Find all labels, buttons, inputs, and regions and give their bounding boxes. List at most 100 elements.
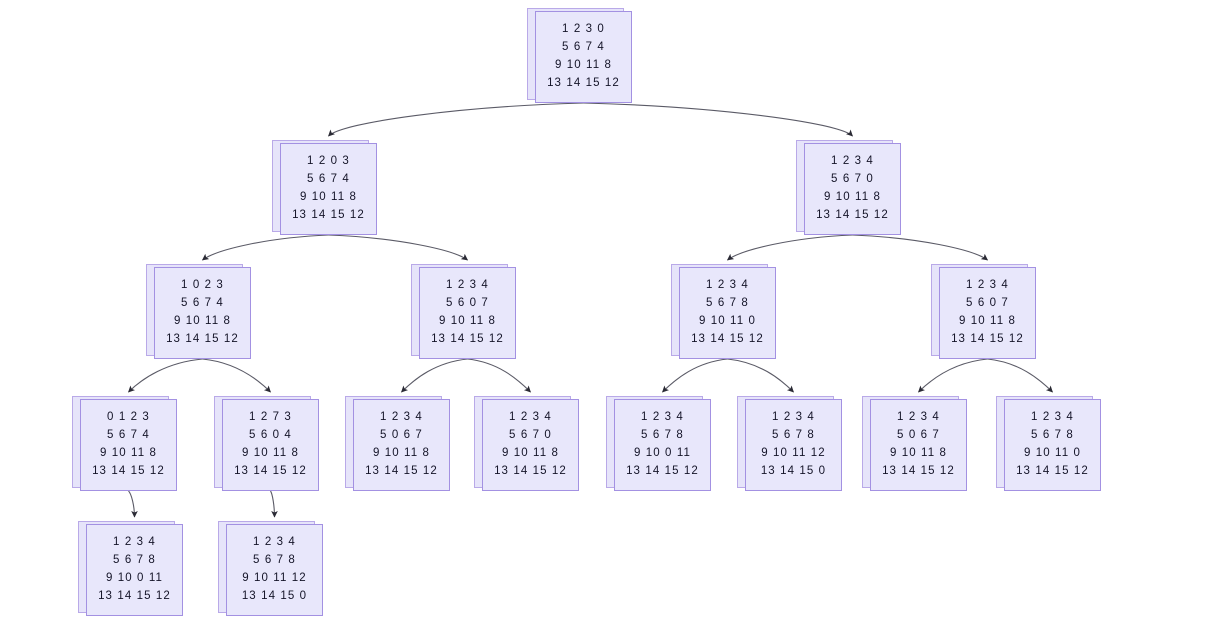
tree-node-grid-row: 13 14 15 12 xyxy=(691,332,764,345)
tree-node-card: 1 2 3 4 5 0 6 7 9 10 11 8 13 14 15 12 xyxy=(870,399,967,491)
tree-edge xyxy=(987,358,1053,393)
tree-node-grid-row: 1 2 3 4 xyxy=(641,411,684,424)
tree-node-grid-row: 13 14 15 12 xyxy=(1016,464,1089,477)
tree-node-grid-row: 5 6 7 8 xyxy=(253,554,296,567)
tree-node-grid-row: 13 14 15 12 xyxy=(547,76,620,89)
tree-node-grid-row: 1 2 3 0 xyxy=(562,23,605,36)
tree-node-grid-row: 1 2 3 4 xyxy=(897,411,940,424)
tree-node-grid-row: 5 6 7 0 xyxy=(831,173,874,186)
tree-edge xyxy=(201,234,329,261)
tree-edge xyxy=(467,358,531,393)
tree-node-grid-row: 9 10 0 11 xyxy=(633,447,691,459)
tree-edge xyxy=(852,234,989,261)
tree-edge xyxy=(202,358,271,393)
tree-node-grid-row: 1 2 7 3 xyxy=(249,411,292,424)
tree-node-grid-row: 1 2 3 4 xyxy=(772,411,815,424)
tree-node-grid-row: 5 6 0 7 xyxy=(446,297,489,310)
tree-node-grid-row: 1 2 0 3 xyxy=(307,155,350,168)
tree-node-grid-row: 9 10 11 8 xyxy=(958,315,1016,327)
tree-node-grid-row: 13 14 15 12 xyxy=(431,332,504,345)
tree-node-grid-row: 5 0 6 7 xyxy=(897,429,940,442)
tree-node-grid-row: 1 2 3 4 xyxy=(253,536,296,549)
tree-node-grid-row: 5 6 7 4 xyxy=(107,429,150,442)
tree-node-grid-row: 13 14 15 12 xyxy=(234,464,307,477)
tree-node-grid-row: 13 14 15 12 xyxy=(292,208,365,221)
tree-node-grid-row: 1 2 3 4 xyxy=(113,536,156,549)
tree-node-grid-row: 5 6 7 4 xyxy=(562,41,605,54)
tree-node-grid-row: 5 6 0 7 xyxy=(966,297,1009,310)
tree-node-grid-row: 1 2 3 4 xyxy=(446,279,489,292)
tree-node[interactable]: 0 1 2 3 5 6 7 4 9 10 11 8 13 14 15 12 xyxy=(72,396,177,491)
tree-node[interactable]: 1 2 3 4 5 6 7 8 9 10 11 12 13 14 15 0 xyxy=(737,396,842,491)
tree-node-grid-row: 5 6 7 0 xyxy=(509,429,552,442)
tree-node-grid-row: 0 1 2 3 xyxy=(107,411,150,424)
tree-node-grid-row: 13 14 15 12 xyxy=(882,464,955,477)
tree-node-grid-row: 13 14 15 12 xyxy=(951,332,1024,345)
tree-edge xyxy=(270,490,278,518)
tree-node-grid-row: 5 6 7 8 xyxy=(772,429,815,442)
tree-node-grid-row: 5 6 7 8 xyxy=(1031,429,1074,442)
tree-node-grid-row: 5 6 7 8 xyxy=(641,429,684,442)
tree-node-grid-row: 13 14 15 0 xyxy=(760,464,827,477)
tree-node-grid-row: 1 2 3 4 xyxy=(380,411,423,424)
tree-node-grid-row: 9 10 11 8 xyxy=(889,447,947,459)
tree-node-grid-row: 9 10 11 12 xyxy=(761,447,826,459)
tree-edge xyxy=(726,234,853,261)
tree-node-grid-row: 9 10 11 8 xyxy=(99,447,157,459)
tree-edge xyxy=(583,102,853,137)
tree-node-grid-row: 1 2 3 4 xyxy=(1031,411,1074,424)
tree-node-grid-row: 9 10 11 8 xyxy=(823,191,881,203)
tree-node-grid-row: 1 2 3 4 xyxy=(706,279,749,292)
tree-edge xyxy=(401,358,468,393)
tree-node-grid-row: 9 10 11 8 xyxy=(299,191,357,203)
tree-node-grid: 1 2 3 4 5 6 7 8 9 10 11 12 13 14 15 0 xyxy=(761,409,826,480)
tree-node-grid: 0 1 2 3 5 6 7 4 9 10 11 8 13 14 15 12 xyxy=(92,409,165,480)
tree-node[interactable]: 1 2 3 4 5 0 6 7 9 10 11 8 13 14 15 12 xyxy=(862,396,967,491)
tree-edge xyxy=(918,358,988,393)
tree-node-grid-row: 9 10 11 8 xyxy=(173,315,231,327)
tree-node-grid-row: 13 14 15 12 xyxy=(92,464,165,477)
tree-node-card: 0 1 2 3 5 6 7 4 9 10 11 8 13 14 15 12 xyxy=(80,399,177,491)
tree-edge xyxy=(727,358,794,393)
tree-node-grid-row: 5 6 7 4 xyxy=(181,297,224,310)
tree-node-card: 1 2 3 4 5 6 7 8 9 10 11 12 13 14 15 0 xyxy=(745,399,842,491)
tree-node-grid-row: 5 6 7 8 xyxy=(706,297,749,310)
tree-edge xyxy=(128,490,138,518)
tree-node-grid-row: 13 14 15 0 xyxy=(241,589,308,602)
tree-node-grid-row: 13 14 15 12 xyxy=(494,464,567,477)
tree-edge xyxy=(128,358,203,393)
tree-node-grid-row: 9 10 11 8 xyxy=(241,447,299,459)
tree-node-grid-row: 1 2 3 4 xyxy=(509,411,552,424)
